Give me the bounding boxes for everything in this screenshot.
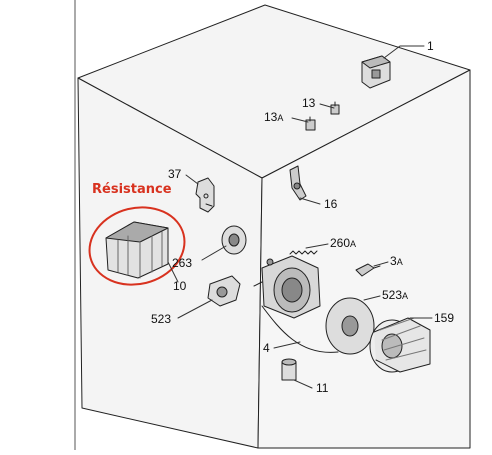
callout-4: 4 xyxy=(263,341,270,355)
part-13a-screw xyxy=(305,116,316,131)
highlight-circle xyxy=(88,206,186,286)
leader-lines xyxy=(167,45,433,389)
part-523a-fan xyxy=(325,297,375,355)
callout-159: 159 xyxy=(434,311,455,325)
callout-13a: 13A xyxy=(264,110,284,124)
part-4-belt xyxy=(261,305,339,353)
part-16-thermostat xyxy=(289,165,307,201)
part-motor xyxy=(253,255,321,319)
part-11-capacitor xyxy=(281,358,297,381)
part-10-heater xyxy=(105,221,169,279)
part-37-bracket xyxy=(195,177,215,213)
callout-3a: 3A xyxy=(390,254,403,268)
callout-13: 13 xyxy=(302,96,316,110)
part-263-pulley xyxy=(221,225,247,255)
part-159-blower xyxy=(369,317,431,373)
part-260a-spring xyxy=(289,250,318,255)
callout-523a: 523A xyxy=(382,288,409,302)
callout-260a: 260A xyxy=(330,236,357,250)
callout-11: 11 xyxy=(316,381,329,395)
resistance-label: Résistance xyxy=(92,182,172,197)
part-1-connector xyxy=(361,55,391,89)
part-13-screw xyxy=(330,101,340,115)
part-523-idler xyxy=(207,275,241,307)
callout-263: 263 xyxy=(172,256,193,270)
callout-37: 37 xyxy=(168,167,182,181)
callout-16: 16 xyxy=(324,197,338,211)
part-3a-sensor xyxy=(355,263,381,277)
callout-523: 523 xyxy=(151,312,172,326)
callout-10: 10 xyxy=(173,279,187,293)
callout-1: 1 xyxy=(427,39,434,53)
